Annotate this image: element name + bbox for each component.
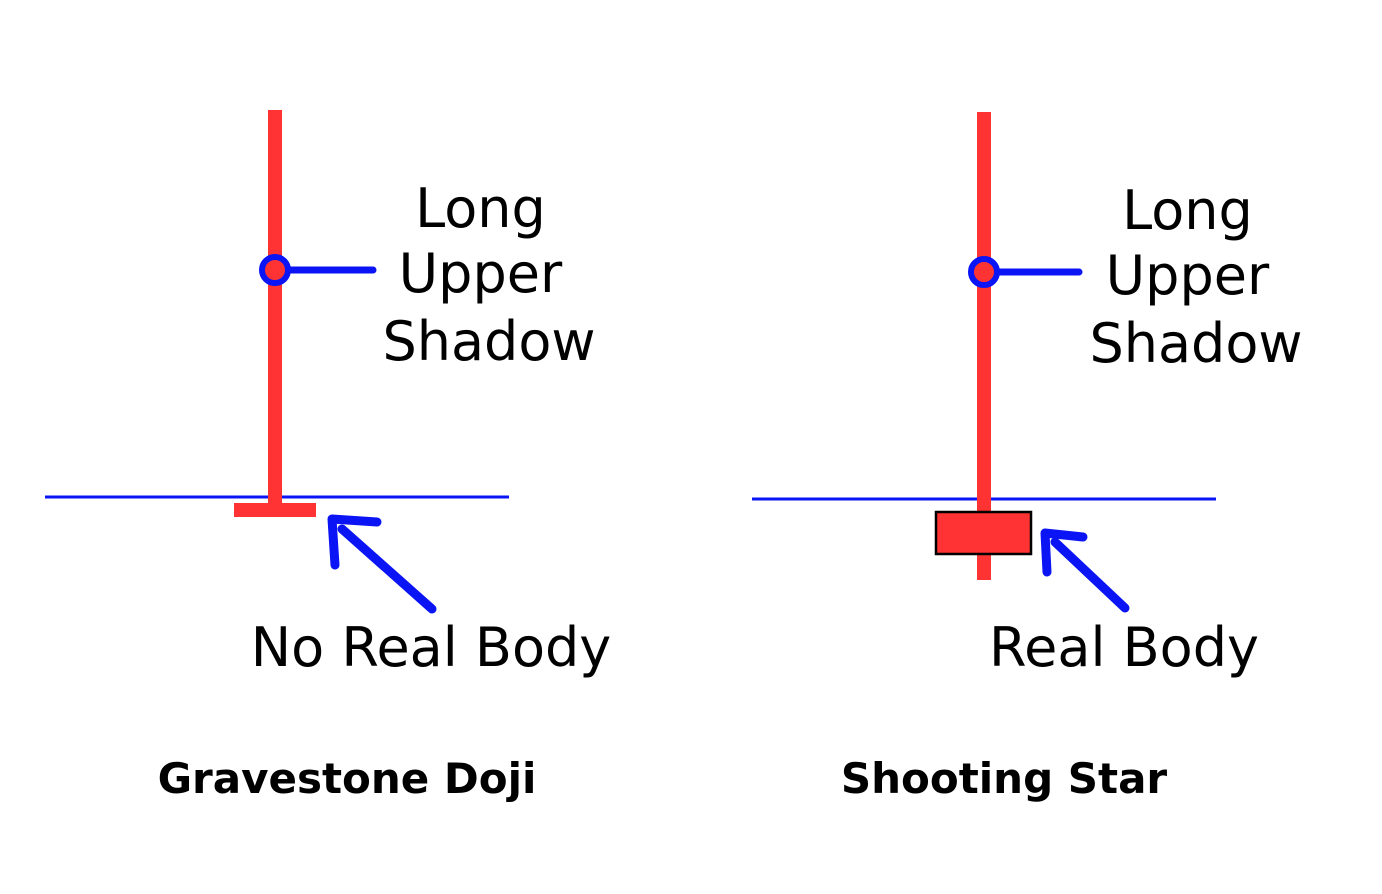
star-shadow-label-line-3: Shadow bbox=[1089, 312, 1302, 375]
star-shadow-label: Long Upper Shadow bbox=[1089, 179, 1302, 375]
doji-shadow-label: Long Upper Shadow bbox=[382, 177, 595, 373]
doji-body-line bbox=[234, 503, 316, 517]
doji-shadow-label-line-3: Shadow bbox=[382, 310, 595, 373]
doji-title: Gravestone Doji bbox=[158, 754, 537, 803]
star-shadow-label-line-1: Long bbox=[1122, 179, 1253, 242]
star-body-label: Real Body bbox=[989, 616, 1259, 679]
gravestone-doji-panel: Long Upper Shadow No Real Body Graveston… bbox=[45, 110, 611, 803]
star-title: Shooting Star bbox=[841, 754, 1168, 803]
star-shadow-marker bbox=[968, 256, 1000, 288]
star-body-arrow bbox=[1040, 528, 1130, 613]
shooting-star-panel: Long Upper Shadow Real Body Shooting Sta… bbox=[752, 112, 1303, 803]
doji-body-arrow bbox=[327, 514, 437, 614]
doji-shadow-marker bbox=[259, 254, 291, 286]
star-real-body bbox=[934, 510, 1033, 556]
star-shadow-label-line-2: Upper bbox=[1106, 244, 1270, 307]
doji-shadow-label-line-1: Long bbox=[415, 177, 546, 240]
doji-shadow-label-line-2: Upper bbox=[399, 242, 563, 305]
doji-body-label: No Real Body bbox=[251, 616, 612, 679]
